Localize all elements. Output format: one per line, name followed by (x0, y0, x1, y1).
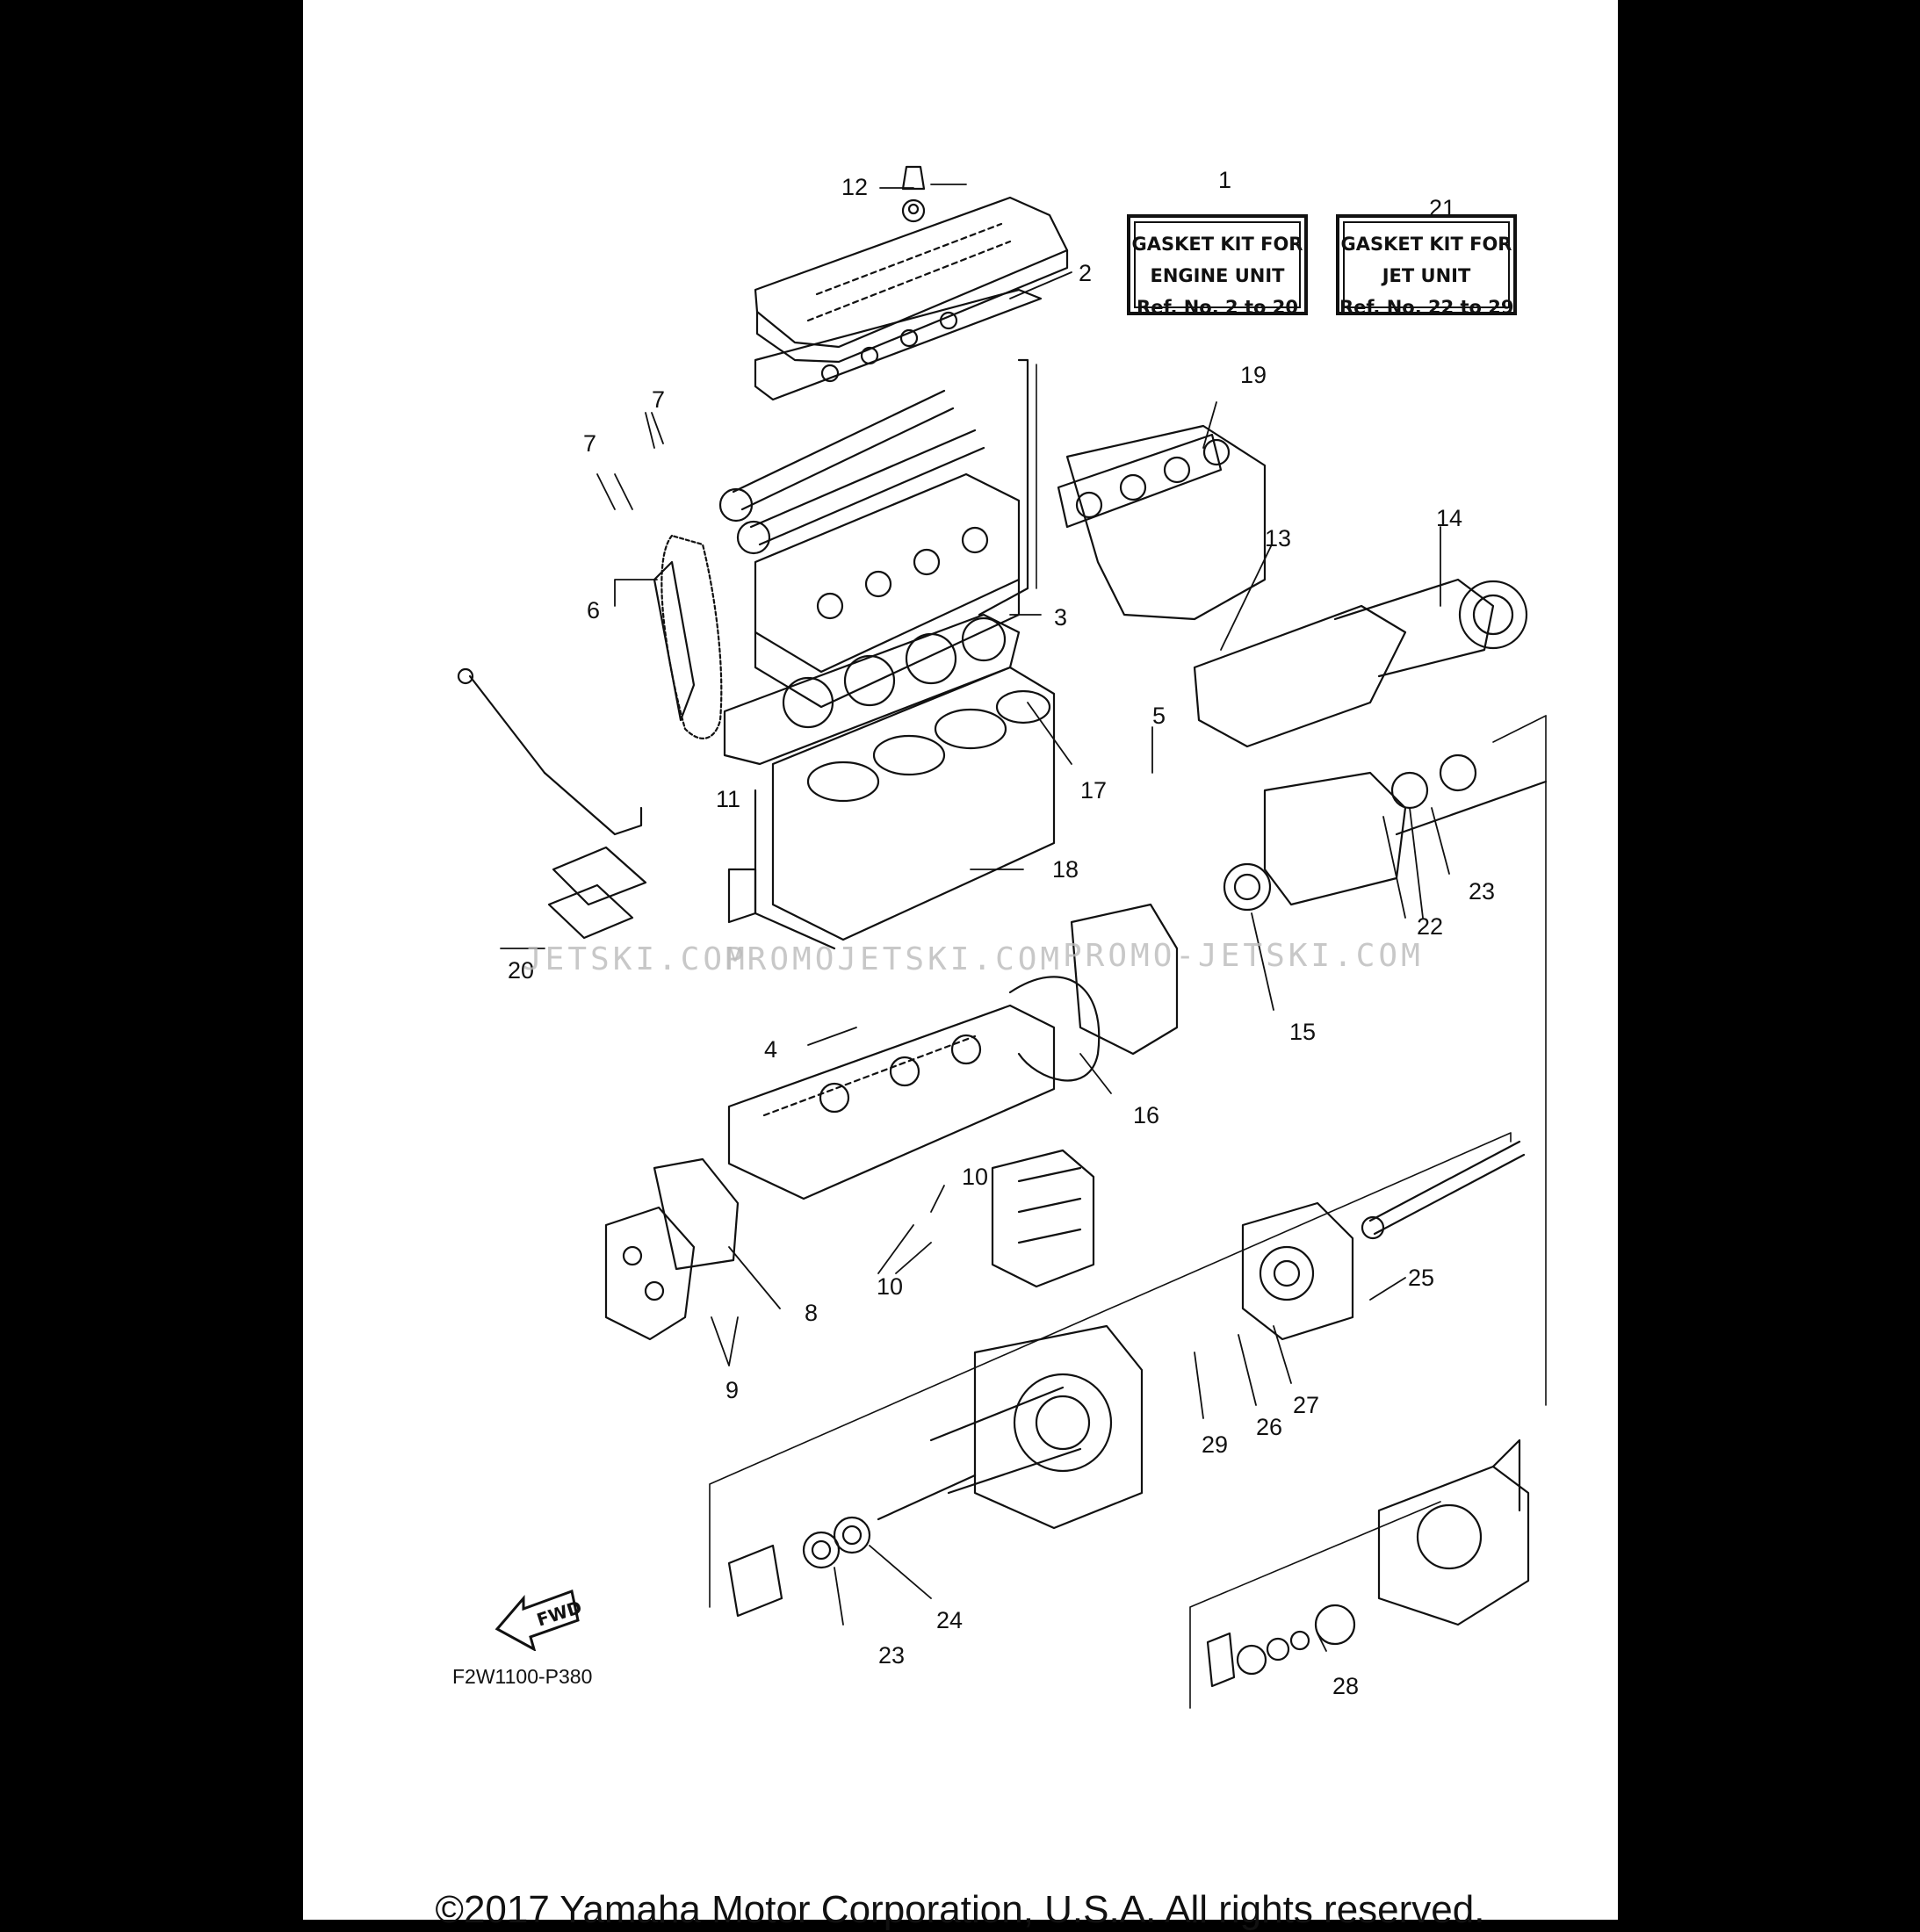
kit-line: GASKET KIT FOR (1340, 234, 1512, 255)
oil-level-gauge (457, 667, 643, 836)
bearing-set-bottom (1206, 1604, 1356, 1688)
intermediate-housing (1241, 1201, 1354, 1341)
callout-number: 2 (1079, 260, 1093, 286)
valve-cover-gasket (754, 288, 1043, 401)
callout-number: 5 (1152, 703, 1166, 729)
callout-number: 21 (1429, 195, 1456, 221)
callout-number: 28 (1332, 1673, 1360, 1699)
callout-number: 1 (1218, 167, 1232, 193)
callout-number: 3 (1054, 604, 1068, 631)
watermark-right: PROMO-JETSKI.COM (1063, 938, 1424, 974)
callout-number: 14 (1436, 505, 1463, 531)
callout-number: 10 (962, 1164, 989, 1190)
oil-pump (991, 1149, 1095, 1288)
drive-shaft (1361, 1140, 1526, 1240)
kit-line: ENGINE UNIT (1150, 265, 1285, 286)
kit-line: JET UNIT (1382, 265, 1471, 286)
figure-code: F2W1100-P380 (452, 1665, 593, 1688)
timing-cover (604, 1157, 740, 1341)
callout-number: 7 (652, 386, 666, 413)
reference-frames (709, 364, 1547, 1709)
kit-line: Ref. No. 2 to 20 (1137, 297, 1298, 318)
callout-number: 12 (841, 174, 869, 200)
callout-number: 24 (936, 1607, 964, 1633)
callout-number: 11 (716, 786, 741, 812)
engine-gasket-kit-box: GASKET KIT FOR ENGINE UNIT Ref. No. 2 to… (1127, 214, 1308, 318)
watermark-left: JETSKI.COM (523, 941, 748, 977)
bearing-set-left (727, 1474, 977, 1618)
camshafts (718, 389, 985, 555)
callout-number: 26 (1256, 1414, 1283, 1440)
callout-number: 10 (877, 1273, 904, 1300)
callout-number: 7 (583, 430, 597, 457)
copyright-notice: ©2017 Yamaha Motor Corporation, U.S.A. A… (435, 1888, 1485, 1931)
crankcase (727, 1004, 1056, 1200)
jet-nozzle (1377, 1438, 1530, 1626)
callout-number: 22 (1417, 913, 1444, 940)
cylinder-head (754, 358, 1029, 709)
callout-number: 25 (1408, 1265, 1435, 1291)
callout-number: 16 (1133, 1102, 1160, 1128)
kit-line: Ref. No. 22 to 29 (1339, 297, 1514, 318)
breather-cover (547, 846, 647, 940)
jet-gasket-kit-box: GASKET KIT FOR JET UNIT Ref. No. 22 to 2… (1336, 214, 1517, 318)
callout-number: 29 (1202, 1431, 1229, 1458)
callout-number: 13 (1265, 525, 1292, 551)
forward-arrow-icon: FWD (494, 1590, 584, 1651)
callout-number: 17 (1080, 777, 1108, 804)
callout-number: 18 (1052, 856, 1079, 883)
cylinder-block (727, 666, 1056, 950)
callout-number: 6 (587, 597, 601, 624)
exhaust-manifold (1057, 424, 1267, 621)
callout-number: 23 (878, 1642, 906, 1669)
exhaust-pipe (1193, 578, 1528, 748)
callout-number: 8 (805, 1300, 819, 1326)
callout-number: 27 (1293, 1392, 1320, 1418)
callout-number: 23 (1469, 878, 1496, 905)
leader-lines (500, 184, 1450, 1652)
jet-pump-housing (929, 1324, 1144, 1530)
timing-chain (653, 534, 723, 739)
callout-number: 4 (764, 1036, 778, 1063)
watermark-mid: PROMOJETSKI.COM (725, 941, 1064, 977)
callout-number: 20 (508, 957, 535, 984)
callout-number: 19 (1240, 362, 1267, 388)
stator-cover (1008, 903, 1179, 1082)
valve-cover (754, 165, 1069, 364)
head-gasket (723, 613, 1021, 766)
callout-number: 9 (725, 1377, 740, 1403)
callout-number: 15 (1289, 1019, 1317, 1045)
kit-line: GASKET KIT FOR (1131, 234, 1303, 255)
crankshaft-coupling (1223, 753, 1548, 912)
